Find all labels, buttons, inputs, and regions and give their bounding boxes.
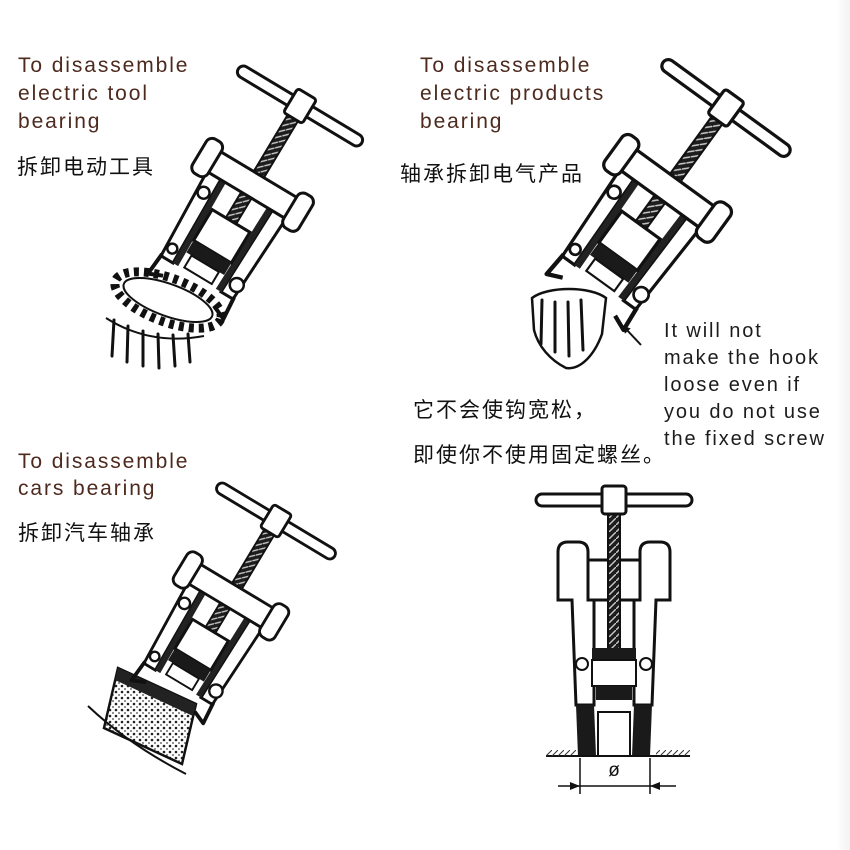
- note-line: the fixed screw: [664, 428, 826, 450]
- note-line: 它不会使钩宽松，: [413, 399, 597, 422]
- car-hub-cylinder: [87, 666, 198, 775]
- note-line: you do not use: [664, 401, 822, 423]
- caption-line: cars bearing: [18, 477, 157, 500]
- caption-line: To disassemble: [18, 450, 190, 473]
- diameter-dimension: [558, 758, 676, 794]
- armature-gear: [105, 267, 226, 370]
- caption-line: bearing: [18, 110, 102, 133]
- note-zh: 它不会使钩宽松， 即使你不使用固定螺丝。: [413, 388, 666, 478]
- caption-line: electric products: [420, 82, 606, 105]
- caption-line: To disassemble: [18, 54, 190, 77]
- note-en: It will not make the hook loose even if …: [664, 318, 826, 453]
- note-line: make the hook: [664, 347, 820, 369]
- note-line: 即使你不使用固定螺丝。: [413, 444, 666, 467]
- note-line: loose even if: [664, 374, 801, 396]
- caption-electric-products-en: To disassemble electric products bearing: [420, 52, 605, 136]
- puller-front-view: [534, 484, 694, 757]
- caption-electric-tool-en: To disassemble electric tool bearing: [18, 52, 189, 136]
- caption-electric-products-zh: 轴承拆卸电气产品: [400, 163, 584, 186]
- caption-cars-zh: 拆卸汽车轴承: [18, 522, 156, 545]
- caption-electric-tool-zh: 拆卸电动工具: [17, 156, 155, 179]
- motor-end-dome: [530, 287, 608, 370]
- diameter-symbol: ø: [608, 760, 620, 781]
- pointer-arrow: [623, 326, 642, 346]
- caption-line: electric tool: [18, 82, 149, 105]
- note-line: It will not: [664, 320, 763, 342]
- caption-line: bearing: [420, 110, 504, 133]
- caption-line: To disassemble: [420, 54, 592, 77]
- caption-cars-en: To disassemble cars bearing: [18, 448, 189, 502]
- page-edge-shadow: [836, 0, 850, 850]
